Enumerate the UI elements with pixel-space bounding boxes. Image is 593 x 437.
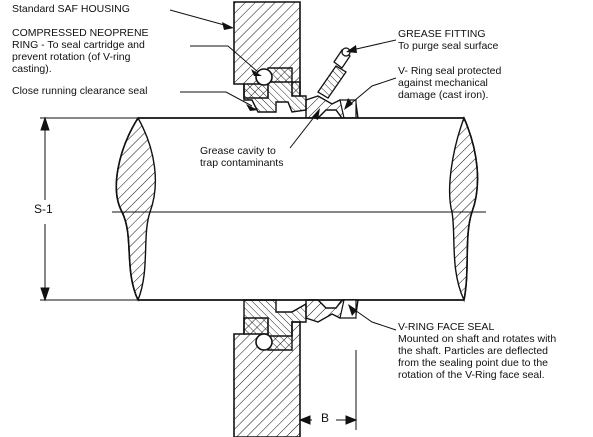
leader-arrowheads <box>222 22 357 316</box>
neoprene-line-2: prevent rotation (of V-ring <box>12 51 131 63</box>
vring-protect-line-2: against mechanical <box>398 77 488 89</box>
vring-protect-line-1: V- Ring seal protected <box>398 65 502 77</box>
vring-protect-line-3: damage (cast iron). <box>398 89 489 101</box>
grease-cavity-line-2: trap contaminants <box>200 157 284 169</box>
face-seal-line-3: from the sealing point due to the <box>398 357 549 369</box>
housing-label: Standard SAF HOUSING <box>12 3 130 15</box>
face-seal-title: V-RING FACE SEAL <box>398 321 495 333</box>
neoprene-line-1: RING - To seal cartridge and <box>12 39 145 51</box>
upper-neoprene-ring <box>255 68 273 86</box>
neoprene-line-3: casting). <box>12 63 52 75</box>
shaft-body <box>138 118 464 300</box>
b-dimension <box>298 350 358 430</box>
s1-dimension <box>40 116 138 302</box>
b-label: B <box>321 411 330 425</box>
face-seal-line-2: the shaft. Particles are deflected <box>398 345 548 357</box>
face-seal-line-1: Mounted on shaft and rotates with <box>398 333 557 345</box>
face-seal-line-4: rotation of the V-Ring face seal. <box>398 369 545 381</box>
neoprene-title: COMPRESSED NEOPRENE <box>12 27 149 39</box>
grease-fitting <box>317 47 351 99</box>
lower-neoprene-ring <box>255 333 273 351</box>
grease-fitting-line-1: To purge seal surface <box>398 40 499 52</box>
grease-cavity-line-1: Grease cavity to <box>200 145 276 157</box>
lower-cartridge-section <box>243 299 307 351</box>
clearance-label: Close running clearance seal <box>12 85 148 97</box>
grease-fitting-title: GREASE FITTING <box>398 28 486 40</box>
leader-lines <box>169 9 397 331</box>
s1-label: S-1 <box>34 202 53 216</box>
